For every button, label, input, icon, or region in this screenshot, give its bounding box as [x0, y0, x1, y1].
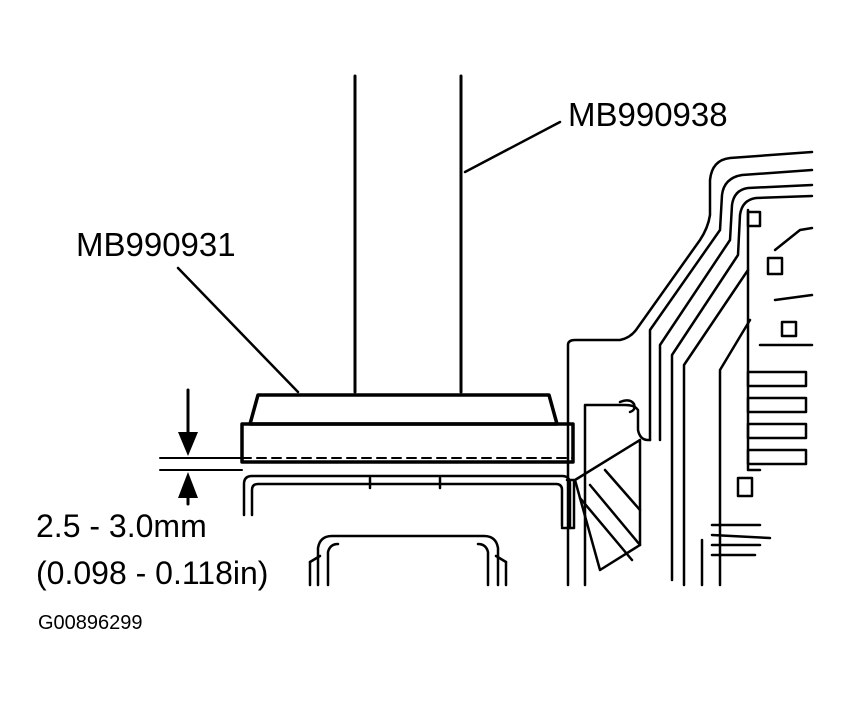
- reference-dashed-line: [159, 457, 574, 471]
- figure-code: G00896299: [38, 612, 143, 634]
- oil-seal: [242, 474, 576, 530]
- tool-handle: [353, 74, 463, 394]
- transaxle-housing: [566, 150, 814, 587]
- dimension-arrows: [178, 388, 198, 506]
- inner-piston: [308, 534, 508, 587]
- leader-lines: [176, 120, 562, 394]
- dimension-label-in: (0.098 - 0.118in): [36, 555, 269, 591]
- tool-label-mb990931: MB990931: [76, 226, 236, 263]
- tool-label-mb990938: MB990938: [568, 96, 728, 133]
- clutch-plates: [710, 208, 814, 557]
- dimension-label-mm: 2.5 - 3.0mm: [36, 508, 207, 544]
- press-tool: [240, 393, 575, 464]
